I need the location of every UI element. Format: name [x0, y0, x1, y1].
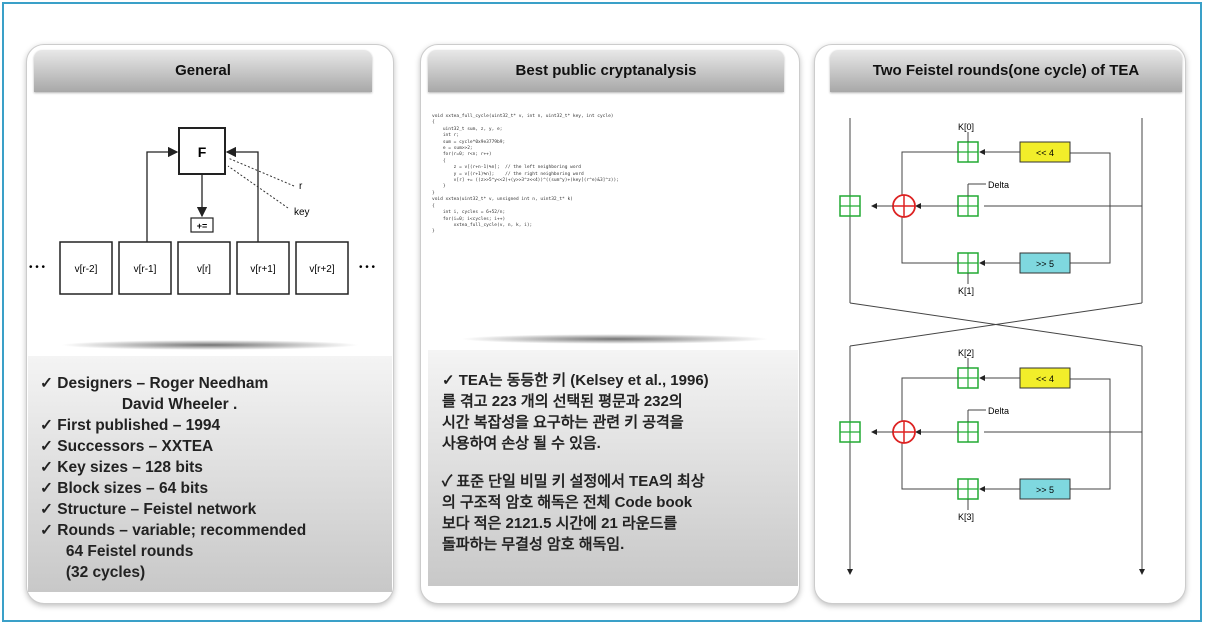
bullet-item: ✓ Structure – Feistel network — [40, 501, 257, 518]
r-label: r — [299, 181, 303, 192]
code-snippet: void xxtea_full_cycle(uint32_t* v, int n… — [432, 114, 619, 235]
feistel-diagram: << 4 >> 5 K[0] K[1] Delta — [839, 118, 1145, 575]
key-bottom-label: K[1] — [958, 286, 974, 296]
cell-label: v[r+2] — [309, 264, 335, 275]
cryptanalysis-info-box — [428, 350, 798, 586]
bullet-item: ✓ Designers – Roger Needham — [40, 375, 269, 392]
cell-label: v[r-1] — [134, 264, 157, 275]
shift-right-label: >> 5 — [1036, 485, 1054, 495]
key-dashed-line — [227, 165, 289, 209]
feistel-tab-title: Two Feistel rounds(one cycle) of TEA — [830, 50, 1182, 92]
feistel-round-1: << 4 >> 5 K[0] K[1] Delta — [839, 118, 1143, 303]
key-bottom-label: K[3] — [958, 512, 974, 522]
cryptanalysis-tab-title: Best public cryptanalysis — [428, 50, 784, 92]
bullet-item: 64 Feistel rounds — [40, 543, 194, 560]
feistel-round-2: << 4 >> 5 K[2] K[3] Delta — [839, 346, 1145, 575]
bullet-item: David Wheeler . — [40, 396, 238, 413]
delta-label: Delta — [988, 180, 1009, 190]
cryptanalysis-paragraph: ✓ TEA는 동등한 키 (Kelsey et al., 1996) 를 겪고 … — [442, 372, 709, 452]
general-bullet-list: ✓ Designers – Roger Needham David Wheele… — [40, 373, 306, 583]
bullet-item: ✓ Key sizes – 128 bits — [40, 459, 203, 476]
crossover-line — [849, 302, 1143, 347]
add-assign-box — [190, 217, 214, 233]
cryptanalysis-text: ✓ TEA는 동등한 키 (Kelsey et al., 1996) 를 겪고 … — [442, 370, 794, 572]
left-input-arrow — [146, 146, 179, 242]
cell-row: v[r-2] v[r-1] v[r] v[r+1] v[r+2] — [59, 241, 349, 295]
cell-box — [236, 241, 290, 295]
general-divider-shadow — [60, 340, 360, 350]
cell-box — [118, 241, 172, 295]
key-label: key — [294, 207, 310, 218]
cryptanalysis-paragraph: ✓ 표준 단일 비밀 키 설정에서 TEA의 최상 의 구조적 암호 해독은 전… — [442, 473, 705, 553]
bullet-item: ✓ Rounds – variable; recommended — [40, 522, 307, 539]
key-top-label: K[0] — [958, 122, 974, 132]
shift-left-label: << 4 — [1036, 374, 1054, 384]
bullet-item: (32 cycles) — [40, 564, 146, 581]
general-tab-title: General — [34, 50, 372, 92]
shift-left-label: << 4 — [1036, 148, 1054, 158]
cell-box — [177, 241, 231, 295]
general-diagram: F += r key v[r-2] v[r-1] v[r] v[r+1] v[r… — [29, 127, 376, 295]
bullet-item: ✓ First published – 1994 — [40, 417, 221, 434]
cell-label: v[r] — [197, 264, 211, 275]
cryptanalysis-divider-shadow — [460, 334, 770, 344]
bullet-item: ✓ Successors – XXTEA — [40, 438, 214, 455]
delta-label: Delta — [988, 406, 1009, 416]
cell-box — [295, 241, 349, 295]
bullet-item: ✓ Block sizes – 64 bits — [40, 480, 209, 497]
cell-label: v[r+1] — [250, 264, 276, 275]
general-info-box — [28, 356, 392, 592]
left-ellipsis: • • • — [29, 262, 46, 273]
r-dashed-line — [227, 157, 295, 187]
f-function-label: F — [198, 144, 207, 160]
shift-right-label: >> 5 — [1036, 259, 1054, 269]
key-top-label: K[2] — [958, 348, 974, 358]
right-ellipsis: • • • — [359, 262, 376, 273]
cell-box — [59, 241, 113, 295]
add-assign-label: += — [197, 221, 208, 231]
right-input-arrow — [225, 146, 259, 242]
cell-label: v[r-2] — [75, 264, 98, 275]
